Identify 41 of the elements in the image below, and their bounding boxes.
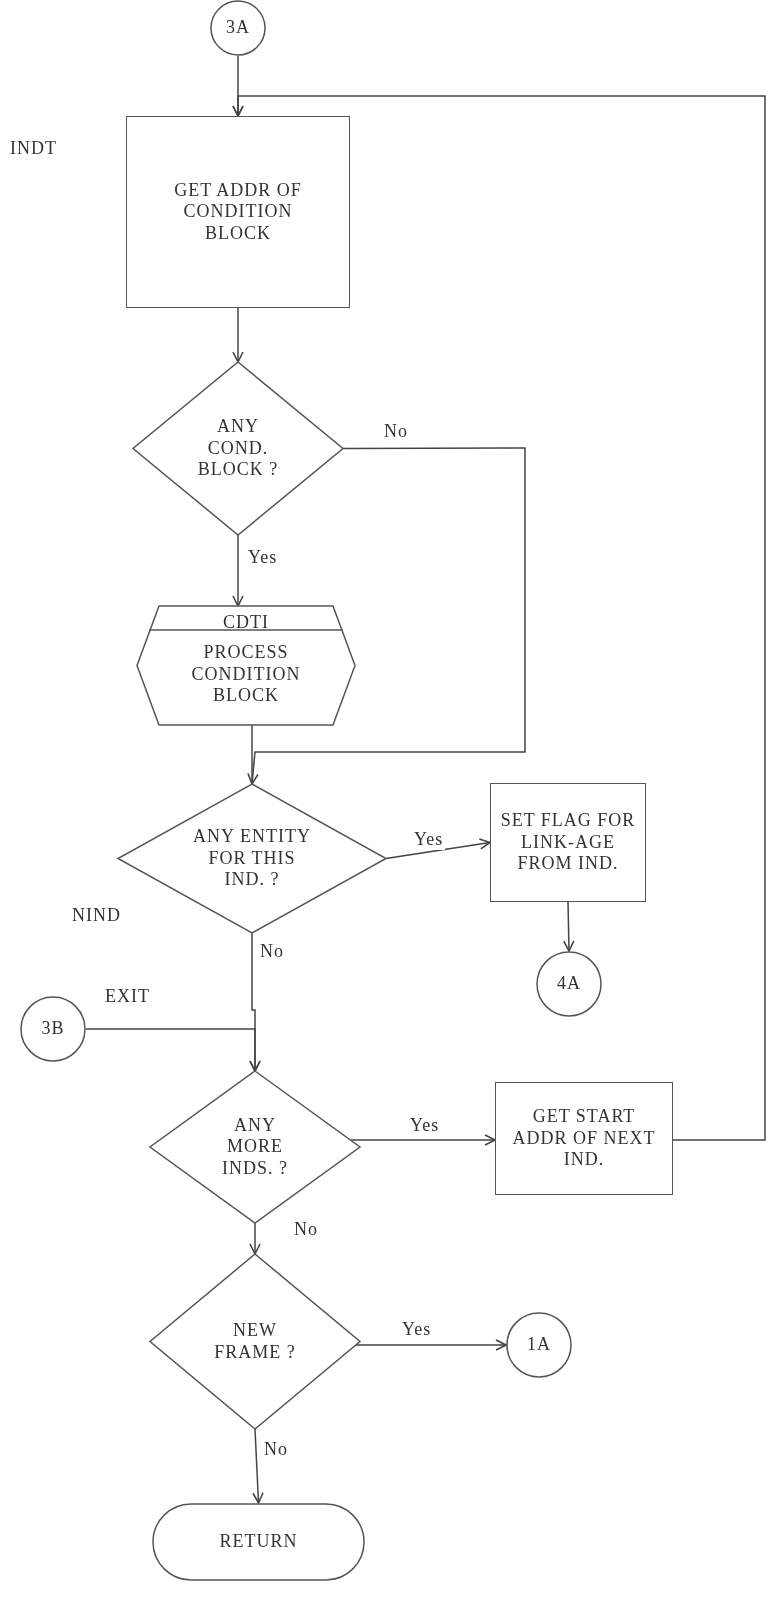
arrow <box>232 534 244 607</box>
arrow <box>252 1428 264 1504</box>
node-label: GET START ADDR OF NEXT IND. <box>511 1106 657 1171</box>
arrow <box>232 95 766 1141</box>
arrow <box>563 901 575 952</box>
node-label: 1A <box>527 1334 551 1356</box>
decision-diamond <box>150 1254 360 1429</box>
decision-diamond <box>150 1071 360 1223</box>
entry-point-label: INDT <box>10 138 57 159</box>
connector-circle <box>536 951 602 1017</box>
process-box <box>490 783 646 902</box>
decision-diamond <box>133 362 343 535</box>
node-label: NEW FRAME ? <box>213 1319 297 1364</box>
node-label: ANY MORE INDS. ? <box>221 1114 289 1180</box>
entry-point-label: NIND <box>72 905 121 926</box>
node-label: ANY COND. BLOCK ? <box>196 416 280 481</box>
node-label: SET FLAG FOR LINK-AGE FROM IND. <box>499 810 637 875</box>
connector-circle <box>210 0 266 56</box>
module-name: CDTI <box>223 612 269 634</box>
arrow <box>355 1339 507 1351</box>
predefined-process-shape <box>137 606 355 725</box>
node-label: ANY ENTITY FOR THIS IND. ? <box>192 826 312 891</box>
arrow <box>349 1134 496 1146</box>
node-label: PROCESS CONDITION BLOCK <box>190 641 302 707</box>
arrow <box>247 447 526 785</box>
connector-circle <box>506 1312 572 1378</box>
process-box <box>126 116 350 308</box>
arrow <box>385 838 491 860</box>
node-label: 4A <box>557 973 581 995</box>
decision-diamond <box>118 784 386 933</box>
node-label: RETURN <box>219 1531 298 1553</box>
node-label: GET ADDR OF CONDITION BLOCK <box>173 179 303 245</box>
arrow <box>249 1222 261 1255</box>
process-box <box>495 1082 673 1195</box>
arrow <box>85 1028 261 1072</box>
entry-point-label: EXIT <box>105 986 150 1007</box>
node-label: 3B <box>41 1018 65 1040</box>
node-label: 3A <box>226 17 250 39</box>
connector-circle <box>20 996 86 1062</box>
arrow <box>232 307 244 363</box>
edge-label: Yes <box>412 830 446 850</box>
